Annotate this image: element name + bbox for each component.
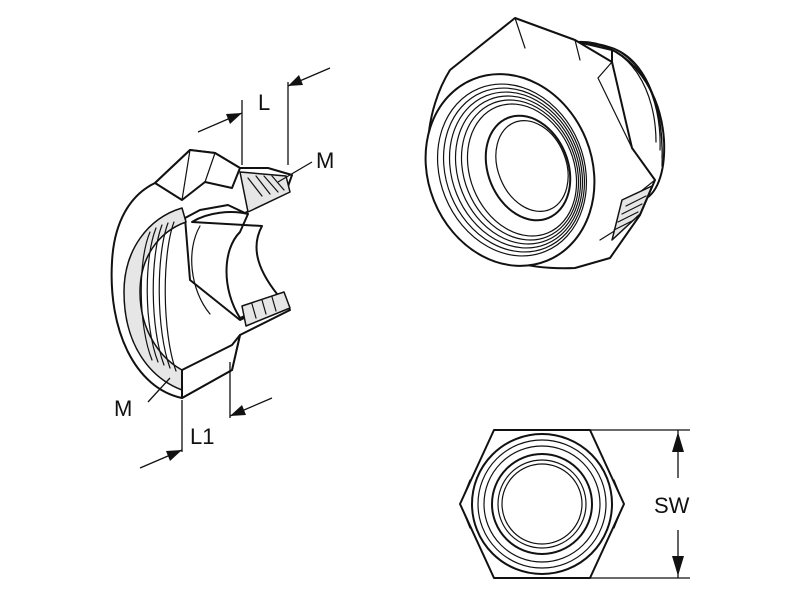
cutaway-section-view bbox=[110, 149, 293, 399]
dimension-l1: L1 bbox=[139, 362, 273, 469]
cutaway-male-thread-top bbox=[239, 171, 291, 213]
iso-inner-bore bbox=[484, 114, 572, 222]
front-bore-ring bbox=[491, 453, 593, 555]
dim-sw-label: SW bbox=[654, 493, 690, 518]
front-view bbox=[459, 429, 625, 579]
dim-l-label: L bbox=[258, 90, 270, 115]
thread-label-bottom: M bbox=[114, 396, 132, 421]
thread-label-top: M bbox=[316, 148, 334, 173]
dimension-sw: SW bbox=[590, 429, 690, 579]
iso-female-thread bbox=[436, 83, 588, 257]
thread-callout-bottom: M bbox=[114, 377, 171, 421]
cutaway-bore-surface bbox=[191, 211, 283, 319]
cutaway-lower-face bbox=[181, 334, 241, 399]
cutaway-male-thread-side bbox=[241, 291, 291, 327]
female-thread-lines bbox=[140, 221, 177, 372]
isometric-view bbox=[424, 17, 666, 270]
iso-hex-flat-detail bbox=[611, 185, 653, 241]
thread-callout-top: M bbox=[277, 148, 334, 183]
dim-l1-label: L1 bbox=[190, 424, 214, 449]
cutaway-hex-flange bbox=[154, 149, 241, 201]
dimension-l: L bbox=[197, 67, 331, 165]
